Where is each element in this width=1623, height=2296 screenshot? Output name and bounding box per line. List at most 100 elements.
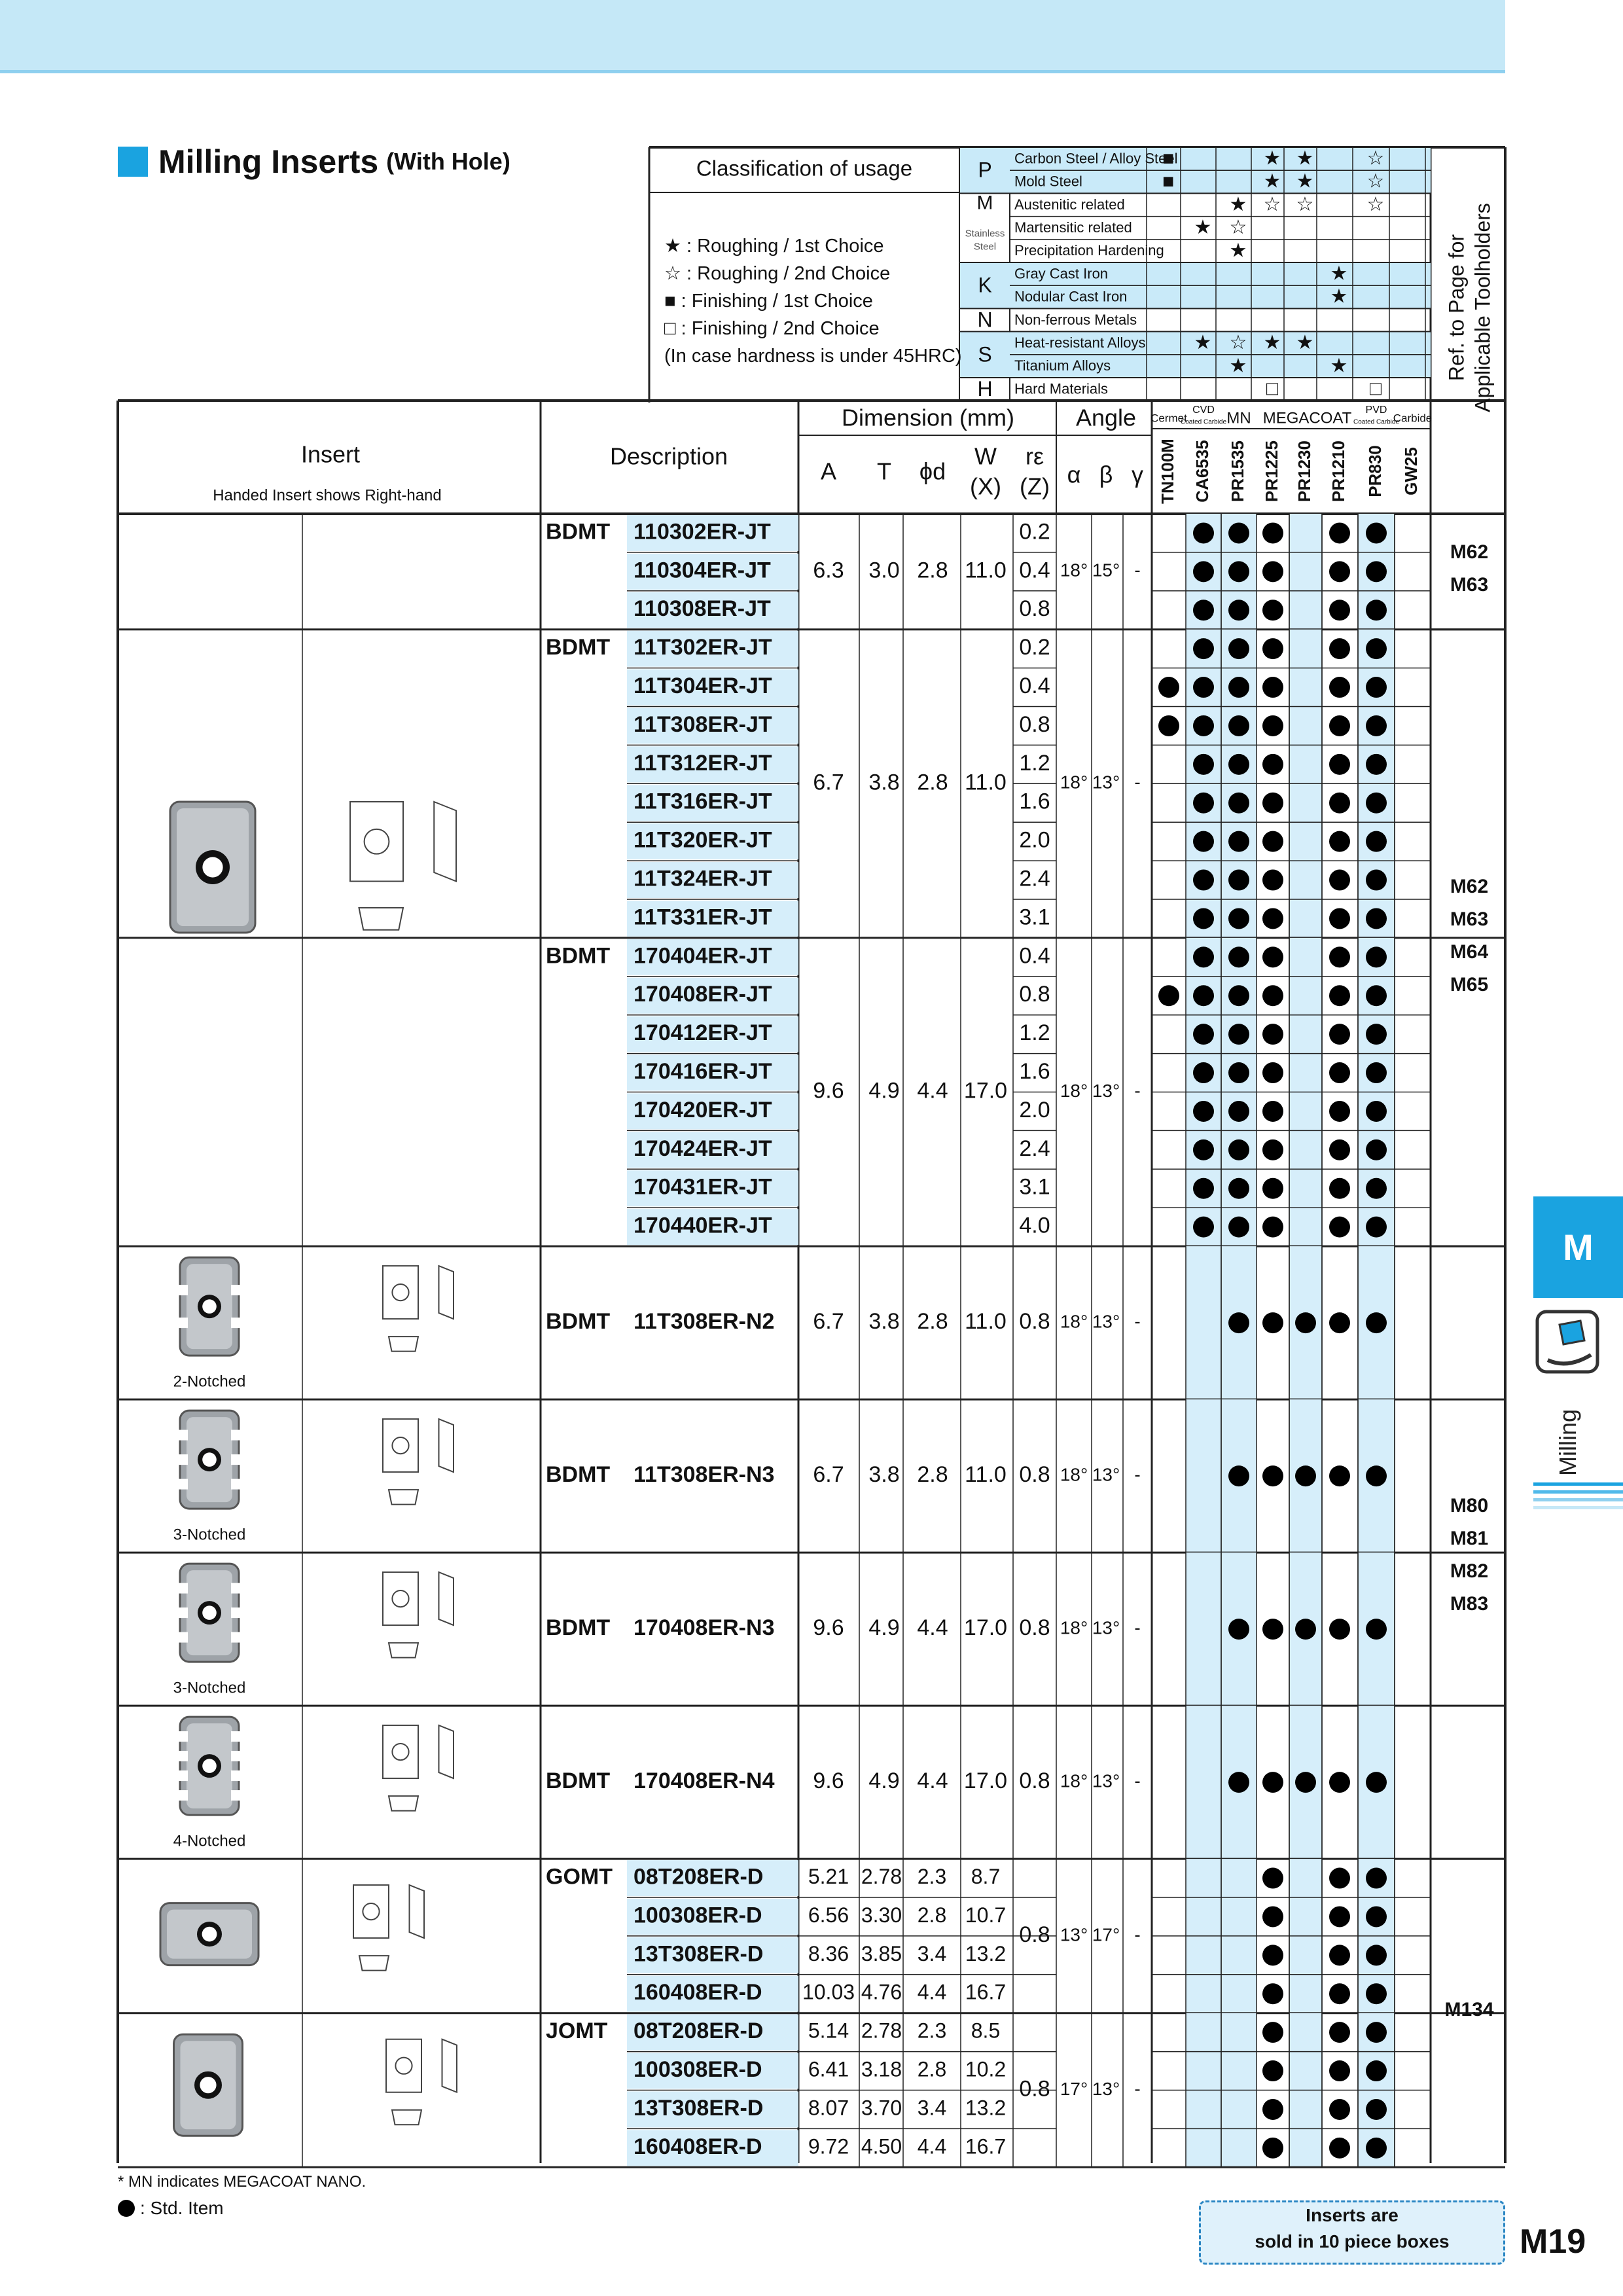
std-item-dot bbox=[1193, 1216, 1214, 1238]
std-item-dot bbox=[1329, 1906, 1350, 1928]
std-item-dot bbox=[1262, 1312, 1283, 1334]
description-bg bbox=[627, 553, 798, 590]
material-name: Non-ferrous Metals bbox=[1014, 312, 1137, 328]
technical-drawing-hole bbox=[391, 1590, 410, 1608]
block-dim-d: 4.4 bbox=[917, 1768, 948, 1793]
block-dim-T: 3.0 bbox=[868, 558, 899, 583]
material-group-code: H bbox=[977, 377, 992, 401]
description-bg bbox=[627, 2091, 798, 2128]
std-item-dot bbox=[1366, 1177, 1387, 1199]
grade-group-label: MN bbox=[1226, 409, 1251, 427]
item-dim-d: 3.4 bbox=[918, 1942, 946, 1965]
series-label: BDMT bbox=[546, 519, 610, 544]
std-item-dot bbox=[1228, 1139, 1249, 1160]
std-item-dot bbox=[1262, 869, 1283, 891]
std-item-dot bbox=[1366, 1024, 1387, 1045]
block-dim-T: 4.9 bbox=[868, 1078, 899, 1103]
angle-header-alpha: α bbox=[1067, 461, 1081, 488]
item-code: 08T208ER-D bbox=[633, 1865, 763, 1890]
insert-notch bbox=[231, 1454, 240, 1465]
item-code: 11T312ER-JT bbox=[633, 751, 772, 776]
item-dim-W: 13.2 bbox=[965, 1942, 1006, 1965]
item-corner-radius: 0.4 bbox=[1019, 943, 1050, 968]
technical-drawing-side bbox=[433, 800, 457, 882]
item-dim-T: 4.50 bbox=[861, 2134, 902, 2158]
block-dim-W: 11.0 bbox=[965, 1309, 1007, 1334]
ref-page-label: M80 bbox=[1450, 1495, 1488, 1516]
std-item-dot-icon bbox=[118, 2200, 135, 2217]
technical-drawing bbox=[382, 1418, 419, 1473]
description-bg bbox=[627, 901, 798, 937]
std-item-dot bbox=[1366, 1945, 1387, 1966]
ref-page-label: M134 bbox=[1444, 1999, 1493, 2020]
block-angle-gamma: - bbox=[1134, 2079, 1140, 2099]
material-name: Precipitation Hardening bbox=[1014, 242, 1164, 259]
grade-label: GW25 bbox=[1401, 447, 1421, 495]
block-angle-alpha: 18° bbox=[1060, 772, 1088, 793]
ref-page-label: M62 bbox=[1450, 876, 1488, 897]
classification-header: Classification of usage bbox=[696, 156, 912, 181]
side-tab-label: Milling bbox=[1554, 1409, 1581, 1476]
series-label: GOMT bbox=[546, 1865, 613, 1890]
item-dim-T: 3.70 bbox=[861, 2096, 902, 2119]
std-item-dot bbox=[1193, 1062, 1214, 1084]
block-dim-A: 6.3 bbox=[813, 558, 844, 583]
item-corner-radius: 0.8 bbox=[1019, 1615, 1050, 1640]
usage-mark: ★ bbox=[1194, 217, 1212, 238]
item-code: 08T208ER-D bbox=[633, 2018, 763, 2043]
std-item-dot bbox=[1228, 677, 1249, 698]
description-bg bbox=[627, 592, 798, 628]
std-item-dot bbox=[1329, 1024, 1350, 1045]
material-name: Mold Steel bbox=[1014, 173, 1082, 190]
std-item-dot bbox=[1295, 1312, 1316, 1334]
std-item-dot bbox=[1228, 1216, 1249, 1238]
technical-drawing-hole bbox=[363, 828, 390, 855]
grade-label: TN100M bbox=[1158, 439, 1177, 504]
std-item-dot bbox=[1366, 1906, 1387, 1928]
legend-item: □ : Finishing / 2nd Choice bbox=[664, 318, 880, 339]
block-dim-A: 9.6 bbox=[813, 1768, 844, 1793]
usage-mark: ■ bbox=[1162, 148, 1174, 170]
ref-page-label: M63 bbox=[1450, 908, 1488, 930]
item-code: 110302ER-JT bbox=[633, 519, 771, 544]
technical-drawing-hole bbox=[362, 1903, 380, 1921]
insert-notch bbox=[179, 1632, 188, 1643]
item-dim-A: 5.21 bbox=[808, 1865, 849, 1888]
block-angle-gamma: - bbox=[1134, 1770, 1140, 1791]
std-item-dot bbox=[1262, 715, 1283, 736]
usage-mark: ★ bbox=[1264, 332, 1281, 353]
item-code: 11T324ER-JT bbox=[633, 867, 772, 891]
block-dim-A: 6.7 bbox=[813, 1309, 844, 1334]
item-dim-d: 2.8 bbox=[918, 2058, 946, 2081]
block-angle-alpha: 18° bbox=[1060, 1770, 1088, 1791]
block-dim-A: 6.7 bbox=[813, 770, 844, 795]
technical-drawing-bottom bbox=[387, 1795, 419, 1812]
item-code: 160408ER-D bbox=[633, 1980, 762, 2005]
block-dim-d: 2.8 bbox=[917, 1462, 948, 1487]
item-dim-A: 8.36 bbox=[808, 1942, 849, 1965]
block-angle-beta: 13° bbox=[1092, 1617, 1120, 1638]
insert-caption: 2-Notched bbox=[173, 1372, 246, 1390]
usage-mark: ★ bbox=[1264, 148, 1281, 170]
std-item-dot bbox=[1329, 1062, 1350, 1084]
block-angle-alpha: 18° bbox=[1060, 560, 1088, 581]
std-item-dot bbox=[1262, 1465, 1283, 1487]
std-item-dot bbox=[1329, 638, 1350, 660]
block-dim-d: 4.4 bbox=[917, 1615, 948, 1640]
std-item-dot bbox=[1329, 2098, 1350, 2120]
insert-hole-inner bbox=[202, 1759, 217, 1773]
material-name: Martensitic related bbox=[1014, 219, 1132, 236]
std-item-dot bbox=[1193, 561, 1214, 583]
item-corner-radius: 4.0 bbox=[1019, 1213, 1050, 1238]
description-bg bbox=[627, 1016, 798, 1052]
block-angle-gamma: - bbox=[1134, 1081, 1140, 1101]
item-dim-A: 9.72 bbox=[808, 2134, 849, 2158]
item-dim-W: 10.7 bbox=[965, 1903, 1006, 1927]
description-bg bbox=[627, 785, 798, 821]
block-angle-beta: 13° bbox=[1092, 772, 1120, 793]
item-dim-A: 8.07 bbox=[808, 2096, 849, 2119]
std-item-dot bbox=[1262, 1619, 1283, 1640]
material-name: Nodular Cast Iron bbox=[1014, 289, 1127, 305]
sold-box-line: Inserts are bbox=[1306, 2205, 1399, 2225]
std-item-dot bbox=[1262, 1945, 1283, 1966]
